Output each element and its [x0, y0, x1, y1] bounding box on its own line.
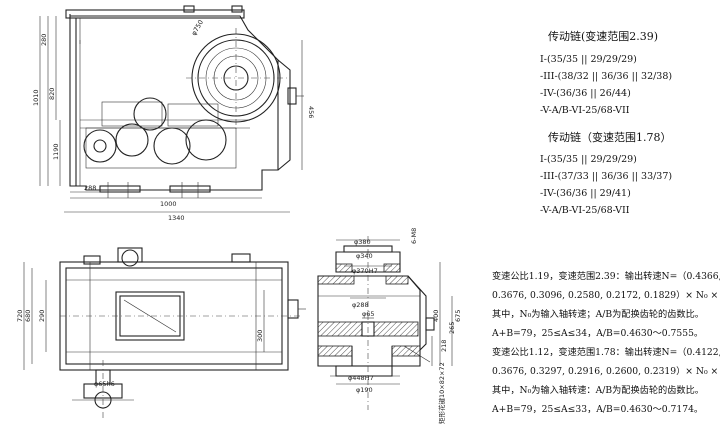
note-line-1: 变速公比1.19，变速范围2.39：输出转速N=（0.4366, — [492, 270, 720, 282]
chain-178-line-4: -V-A/B-VI-25/68-VII — [540, 205, 630, 216]
dim-phi65h6: φ65h6 — [94, 380, 115, 388]
dim-300: 300 — [256, 330, 264, 342]
dim-290: 290 — [38, 310, 46, 322]
dim-456: 456 — [307, 106, 315, 118]
dim-width-1000: 1000 — [160, 200, 177, 208]
plan-view — [23, 247, 306, 420]
dim-phi190: φ190 — [356, 386, 373, 394]
dim-1010: 1010 — [32, 89, 40, 106]
dim-width-1340: 1340 — [168, 214, 185, 222]
dim-phi448H7: φ448H7 — [348, 374, 374, 382]
chain-178-line-3: -IV-(36/36 || 29/41) — [540, 188, 631, 199]
chain-178-title: 传动链（变速范围1.78） — [548, 130, 672, 144]
dim-phi380: φ380 — [354, 238, 371, 246]
dim-280: 280 — [40, 34, 48, 46]
note-line-2: 0.3676, 0.3096, 0.2580, 0.2172, 0.1829）×… — [492, 290, 720, 301]
chain-239-line-2: -III-(38/32 || 36/36 || 32/38) — [540, 71, 672, 82]
dim-phi370H7: φ370H7 — [352, 267, 378, 275]
note-line-6: 0.3676, 0.3297, 0.2916, 0.2600, 0.2319）×… — [492, 366, 720, 377]
dim-phi65: φ65 — [362, 310, 375, 318]
note-line-7: 其中，N₀为输入轴转速：A/B为配换齿轮的齿数比。 — [492, 384, 704, 396]
output-gear-circle — [186, 28, 290, 130]
side-section-view — [317, 236, 453, 410]
chain-239: 传动链(变速范围2.39) I-(35/35 || 29/29/29) -III… — [540, 29, 672, 116]
dim-phi750: φ750 — [190, 19, 205, 37]
dim-400: 400 — [432, 310, 440, 322]
note-line-8: A+B=79，25≤A≤33，A/B=0.4630～0.7174。 — [491, 404, 703, 415]
spline-callout: 矩形花键10×82×72 — [437, 362, 446, 424]
speed-notes: 变速公比1.19，变速范围2.39：输出转速N=（0.4366, 0.3676,… — [491, 270, 720, 415]
dim-1190: 1190 — [52, 143, 60, 160]
chain-239-line-3: -IV-(36/36 || 26/44) — [540, 88, 631, 99]
dim-720: 720 — [16, 310, 24, 322]
front-view — [39, 5, 304, 213]
chain-239-title: 传动链(变速范围2.39) — [548, 29, 658, 43]
dim-6M8: 6-M8 — [410, 228, 418, 244]
note-line-3: 其中，N₀为输入轴转速；A/B为配换齿轮的齿数比。 — [492, 308, 704, 320]
dim-phi340: φ340 — [356, 252, 373, 260]
chain-178-line-1: I-(35/35 || 29/29/29) — [540, 154, 637, 165]
dim-288: 288 — [84, 184, 96, 192]
dim-218: 218 — [440, 340, 448, 352]
dim-820: 820 — [48, 88, 56, 100]
chain-178-line-2: -III-(37/33 || 36/36 || 33/37) — [540, 171, 672, 182]
note-line-4: A+B=79，25≤A≤34，A/B=0.4630～0.7555。 — [491, 328, 703, 339]
dim-phi288: φ288 — [352, 301, 369, 309]
note-line-5: 变速公比1.12，变速范围1.78：输出转速N=（0.4122, — [492, 346, 720, 358]
gear-train — [83, 97, 237, 169]
side-section-dims: φ380 φ340 φ370H7 φ288 φ65 φ448H7 φ190 6-… — [348, 228, 462, 424]
plan-view-dims: 720 680 290 300 φ65h6 — [16, 310, 264, 388]
chain-239-line-4: -V-A/B-VI-25/68-VII — [540, 105, 630, 116]
dim-265: 265 — [448, 322, 456, 334]
dim-680: 680 — [24, 310, 32, 322]
chain-239-line-1: I-(35/35 || 29/29/29) — [540, 54, 637, 65]
dim-675: 675 — [454, 310, 462, 322]
chain-178: 传动链（变速范围1.78） I-(35/35 || 29/29/29) -III… — [540, 130, 672, 216]
